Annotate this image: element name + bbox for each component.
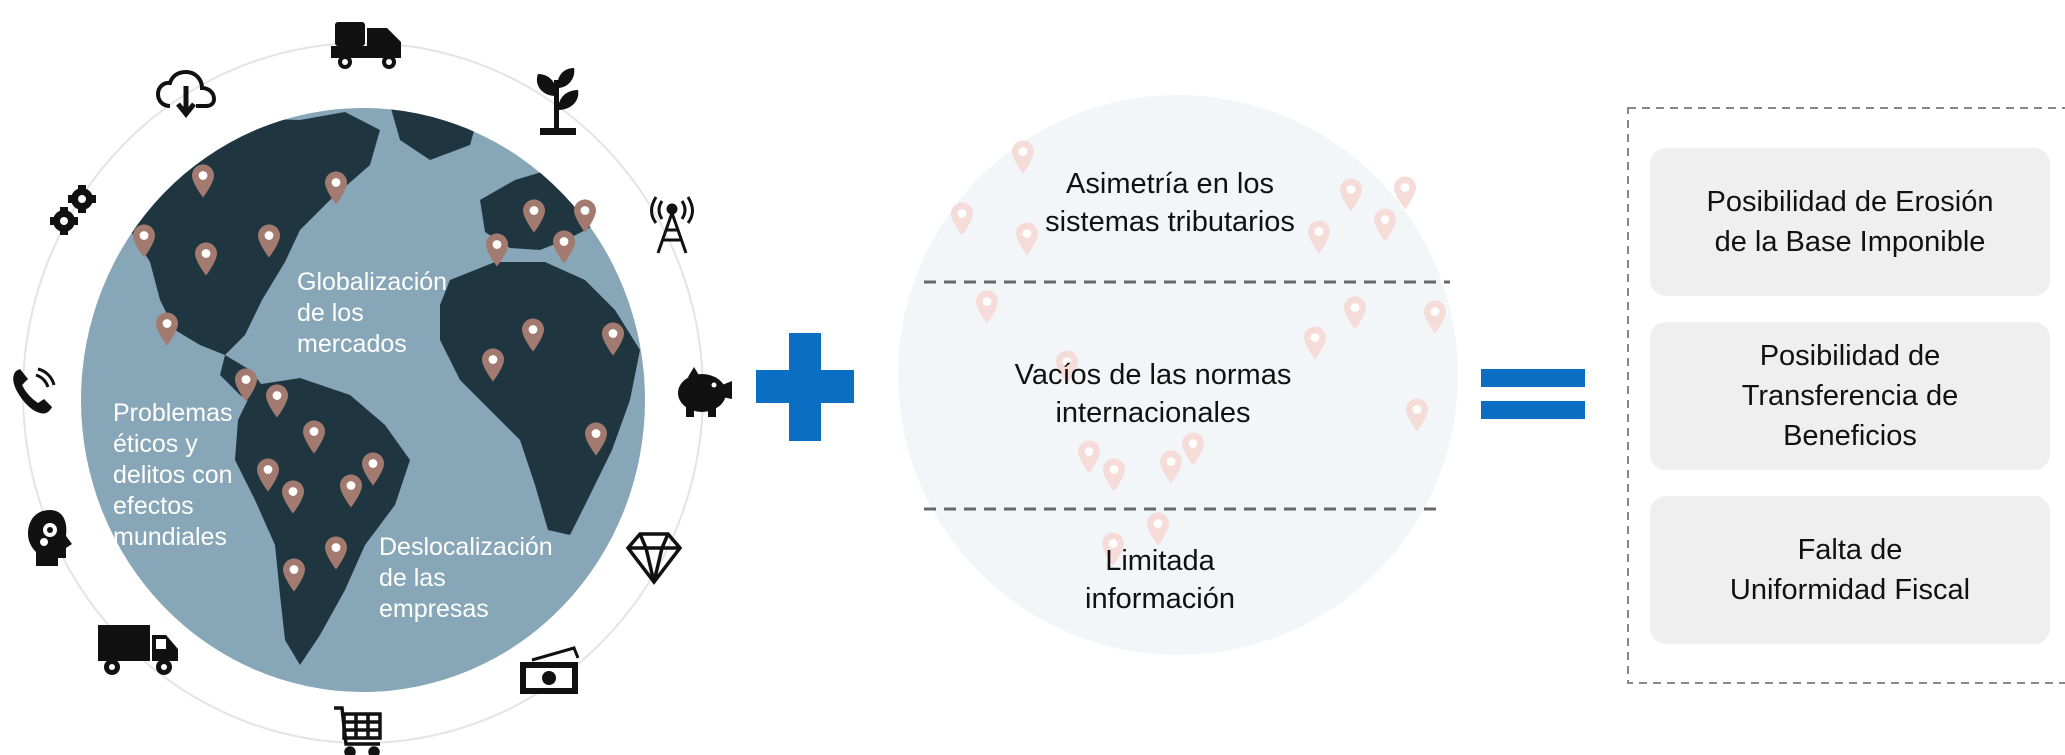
result-box-erosion: Posibilidad de Erosión de la Base Imponi…	[1650, 148, 2050, 296]
results-frame	[1627, 107, 2065, 684]
equals-operator	[1481, 369, 1585, 419]
diamond-icon	[625, 532, 683, 585]
result-box-uniformidad: Falta de Uniformidad Fiscal	[1650, 496, 2050, 644]
result-box-transferencia: Posibilidad de Transferencia de Benefici…	[1650, 322, 2050, 470]
phone-icon	[13, 367, 56, 414]
piggy-bank-icon	[678, 367, 732, 417]
left-globe-diagram	[13, 22, 732, 755]
delivery-truck-icon	[98, 625, 178, 675]
result-label-transferencia: Posibilidad de Transferencia de Benefici…	[1741, 340, 1959, 452]
label-globalizacion: Globalización de los mercados	[297, 268, 448, 358]
gears-icon	[50, 185, 96, 235]
section-label-vacios: Vacíos de las normas internacionales	[1014, 359, 1292, 429]
result-label-erosion: Posibilidad de Erosión de la Base Imponi…	[1706, 186, 1994, 258]
section-label-asimetria: Asimetría en los sistemas tributarios	[1045, 168, 1295, 238]
antenna-tower-icon	[650, 196, 694, 254]
head-gears-icon	[28, 510, 72, 566]
section-label-limitada: Limitada información	[1085, 545, 1235, 615]
label-deslocalizacion: Deslocalización de las empresas	[379, 533, 553, 623]
plant-icon	[536, 68, 579, 135]
right-globe-diagram	[898, 95, 1458, 655]
plus-operator	[756, 333, 854, 441]
label-problemas-eticos: Problemas éticos y delitos con efectos m…	[113, 399, 233, 551]
result-label-uniformidad: Falta de Uniformidad Fiscal	[1729, 534, 1971, 606]
shopping-cart-icon	[334, 706, 382, 755]
cash-icon	[520, 646, 580, 694]
cement-truck-icon	[331, 22, 401, 69]
cloud-download-icon	[155, 69, 217, 119]
